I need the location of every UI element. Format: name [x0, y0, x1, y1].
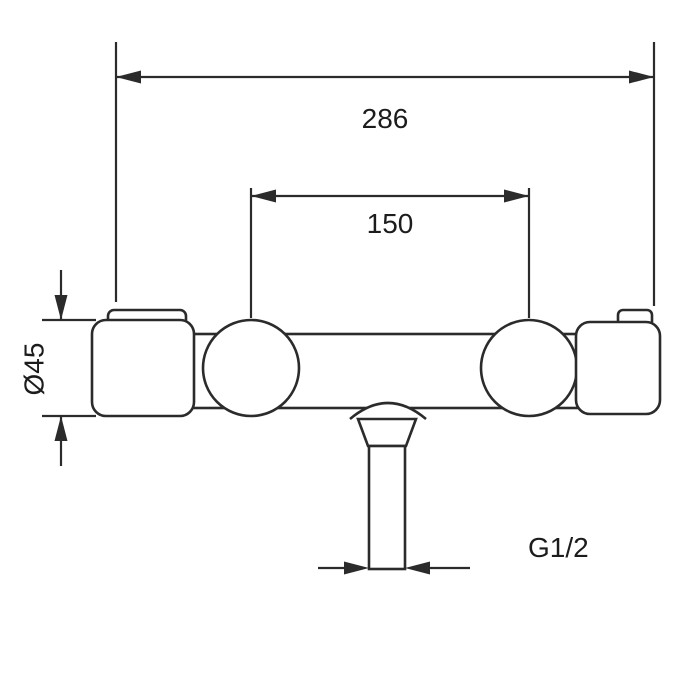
dim-overall-width: 286	[114, 42, 656, 306]
mixer-body	[90, 308, 662, 571]
outlet-dome	[349, 401, 427, 420]
dim-label-center-distance: 150	[367, 208, 414, 239]
arrowhead-right-icon	[629, 70, 654, 84]
arrowhead-down-icon	[54, 295, 68, 320]
right-union-nut	[479, 318, 579, 418]
arrowhead-up-icon	[54, 416, 68, 441]
dim-label-body-diameter: Ø45	[19, 343, 50, 396]
arrowhead-left-icon	[405, 561, 430, 575]
dim-outlet-thread: G1/2	[318, 532, 589, 575]
left-handle	[90, 318, 196, 418]
dim-label-overall-width: 286	[362, 103, 409, 134]
dim-center-distance: 150	[249, 188, 531, 318]
outlet-pipe	[367, 444, 407, 571]
left-union-nut	[201, 318, 301, 418]
right-handle	[574, 320, 662, 416]
outlet-connector	[356, 417, 418, 448]
arrowhead-right-icon	[344, 561, 369, 575]
arrowhead-left-icon	[251, 189, 276, 203]
dim-label-outlet-thread: G1/2	[528, 532, 589, 563]
dim-body-diameter: Ø45	[19, 270, 96, 466]
arrowhead-right-icon	[504, 189, 529, 203]
arrowhead-left-icon	[116, 70, 141, 84]
